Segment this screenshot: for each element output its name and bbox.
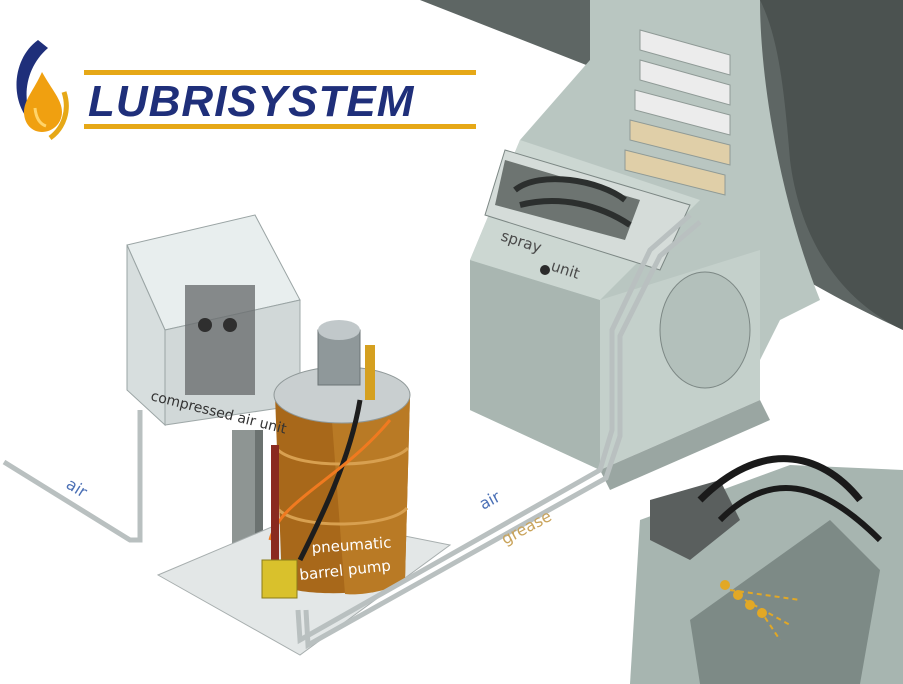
brand-name: LUBRISYSTEM	[88, 77, 415, 126]
logo-top-line	[84, 70, 476, 75]
machine-louvers	[624, 29, 731, 196]
grease-barrel	[273, 366, 411, 595]
logo-swoosh-icon	[16, 40, 48, 130]
logo-drop-icon	[24, 72, 62, 132]
logo-bottom-line	[84, 124, 476, 129]
black-hose	[297, 399, 363, 562]
pneumatic-pump	[317, 320, 375, 400]
label-air-left: air	[63, 474, 91, 501]
inset-detail	[630, 455, 903, 684]
supply-lines	[2, 213, 702, 650]
label-pump-line1: pneumatic	[311, 533, 392, 557]
label-air-right: air	[476, 487, 504, 514]
